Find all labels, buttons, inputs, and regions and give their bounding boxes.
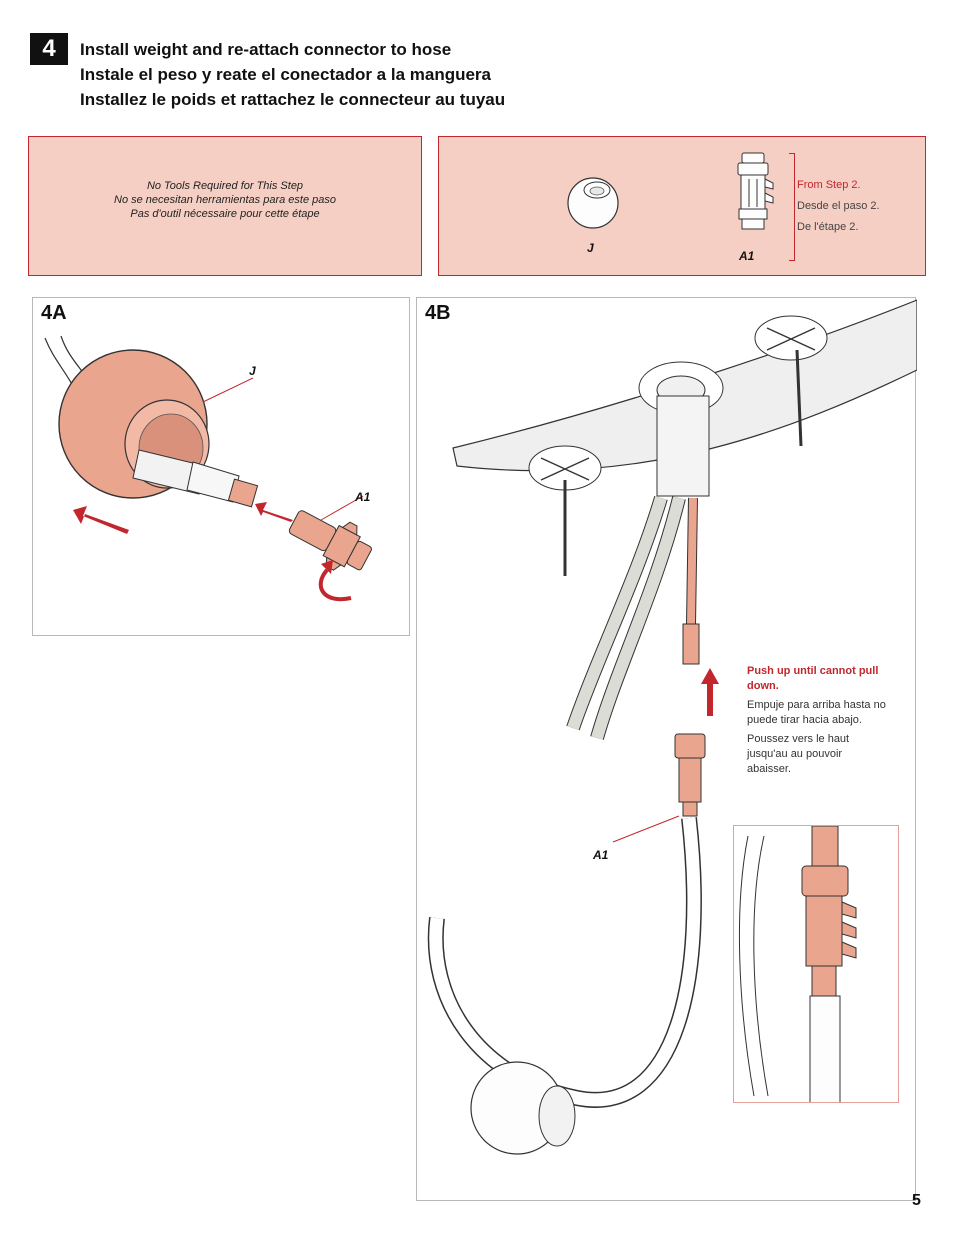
up-arrow-icon bbox=[701, 668, 719, 716]
from-step-french: De l'étape 2. bbox=[797, 221, 859, 233]
weight-callout-label: J bbox=[249, 364, 256, 378]
title-spanish: Instale el peso y reate el conectador a … bbox=[80, 65, 492, 84]
connector-icon bbox=[737, 152, 774, 230]
push-text-spanish: Empuje para arriba hasta no puede tirar … bbox=[747, 699, 886, 726]
connector-callout-label: A1 bbox=[593, 848, 609, 862]
faucet-shank-icon bbox=[638, 361, 724, 497]
connector-icon bbox=[674, 733, 706, 817]
weight-part-label: J bbox=[587, 241, 594, 255]
parts-illustration bbox=[567, 152, 774, 230]
tools-text-spanish: No se necesitan herramientas para este p… bbox=[114, 194, 336, 206]
connector-callout-label: A1 bbox=[355, 490, 371, 504]
bracket bbox=[789, 153, 795, 261]
tools-text: No Tools Required for This Step No se ne… bbox=[29, 179, 421, 221]
direction-arrow-icon bbox=[73, 502, 293, 534]
panel-4b-illustration bbox=[427, 299, 917, 1155]
title-french: Installez le poids et rattachez le conne… bbox=[80, 90, 506, 109]
valve-nut-icon bbox=[754, 315, 828, 447]
detail-illustration bbox=[738, 826, 857, 1102]
from-step-spanish: Desde el paso 2. bbox=[797, 200, 880, 212]
panel-4a-illustration bbox=[44, 335, 372, 602]
tools-text-french: Pas d'outil nécessaire pour cette étape bbox=[130, 208, 320, 220]
panel-4a: 4A J A1 bbox=[32, 297, 410, 636]
connector-detail-inset bbox=[733, 825, 899, 1103]
page-number: 5 bbox=[912, 1192, 921, 1209]
parts-box: J A1 From Step 2. Desde el paso 2. De l'… bbox=[438, 136, 926, 276]
from-step-note: From Step 2. Desde el paso 2. De l'étape… bbox=[797, 175, 880, 238]
step-titles: Install weight and re-attach connector t… bbox=[80, 37, 505, 112]
weight-ball-icon bbox=[470, 1061, 576, 1155]
push-instructions: Push up until cannot pull down. Empuje p… bbox=[747, 664, 887, 777]
tools-required-box: No Tools Required for This Step No se ne… bbox=[28, 136, 422, 276]
title-english: Install weight and re-attach connector t… bbox=[80, 40, 452, 59]
panel-4b: 4B A1 Push up until cannot pull down. Em… bbox=[416, 297, 917, 1201]
rotate-arrow-icon bbox=[318, 560, 352, 602]
connector-part-label: A1 bbox=[739, 249, 755, 263]
panel-4b-label: 4B bbox=[425, 302, 451, 324]
from-step-english: From Step 2. bbox=[797, 179, 861, 191]
panel-4a-label: 4A bbox=[41, 302, 67, 324]
step-number-badge: 4 bbox=[30, 33, 68, 65]
push-text-english: Push up until cannot pull down. bbox=[747, 665, 879, 692]
tools-text-english: No Tools Required for This Step bbox=[146, 180, 304, 192]
weight-ball-icon bbox=[567, 177, 619, 229]
push-text-french: Poussez vers le haut jusqu'au au pouvoir… bbox=[747, 733, 850, 775]
valve-nut-icon bbox=[528, 445, 602, 576]
